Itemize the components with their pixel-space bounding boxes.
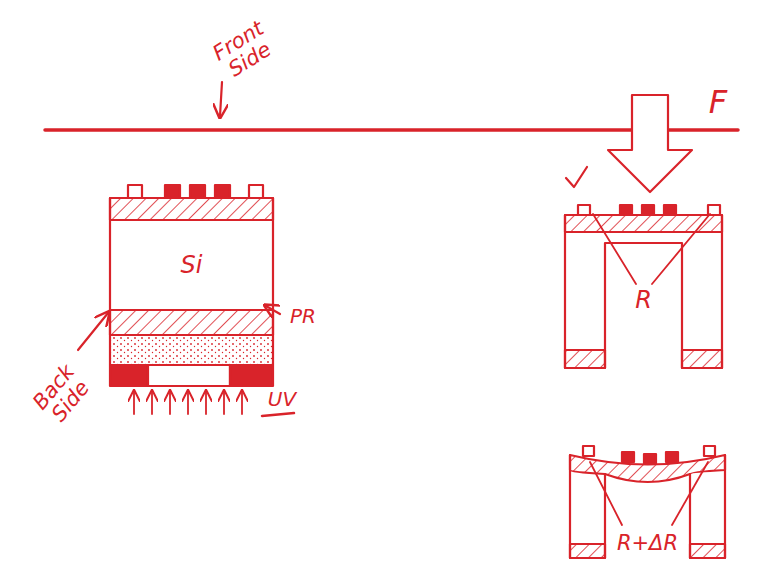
contact-pad [583, 446, 594, 456]
sensor-deflected [570, 446, 725, 558]
hatched-layer [110, 310, 273, 335]
cavity-region: R+ΔR [606, 515, 689, 573]
photoresist-layer [110, 335, 273, 365]
uv-ray [187, 392, 189, 414]
hatched-foot [690, 544, 725, 558]
leader-line [652, 214, 710, 284]
check-mark [566, 167, 587, 187]
node-text: R [635, 287, 652, 313]
piezoresistor [644, 454, 656, 464]
contact-pad [704, 446, 715, 456]
mask-block [230, 365, 273, 386]
leader-arrow [266, 306, 280, 314]
piezoresistor [620, 205, 632, 215]
node-text: R+ΔR [617, 532, 678, 555]
hatched-foot [570, 544, 605, 558]
cavity-region: R [606, 250, 681, 350]
leader-line [593, 214, 636, 284]
force-arrow [608, 95, 692, 192]
piezoresistor [666, 452, 678, 462]
side-label: Front Side [192, 6, 297, 94]
node-text: Si [181, 252, 203, 278]
layer-label: PR [283, 306, 323, 327]
piezoresistor [664, 205, 676, 215]
contact-pad [128, 185, 142, 198]
leader-line [590, 462, 622, 525]
uv-ray [169, 392, 171, 414]
contact-pad [578, 205, 590, 215]
piezoresistor [642, 205, 654, 215]
piezoresistor [215, 185, 230, 198]
wafer-stack [110, 185, 273, 386]
piezoresistor [190, 185, 205, 198]
mask-opening [148, 365, 230, 386]
wafer-region: Si [112, 222, 271, 308]
sensor-body [570, 455, 725, 558]
hatched-layer [110, 198, 273, 220]
leader-arrow [78, 313, 108, 350]
hatched-foot [682, 350, 722, 368]
hatched-foot [565, 350, 605, 368]
uv-ray [223, 392, 225, 414]
leader-line [672, 462, 708, 525]
uv-ray [205, 392, 207, 414]
side-label: Back Side [19, 349, 104, 439]
piezoresistor [622, 452, 634, 462]
piezoresistor [165, 185, 180, 198]
sensor-undeflected [565, 205, 722, 368]
uv-ray [241, 392, 243, 414]
uv-arrows [134, 392, 242, 414]
contact-pad [249, 185, 263, 198]
uv-ray [151, 392, 153, 414]
underline [262, 413, 294, 416]
mask-block [110, 365, 148, 386]
light-label: UV [262, 389, 302, 410]
leader-arrow [220, 82, 222, 116]
silicon-wafer [110, 198, 273, 335]
sensor-body [565, 215, 722, 368]
uv-ray [133, 392, 135, 414]
membrane [565, 215, 722, 232]
force-label: F [698, 86, 738, 120]
